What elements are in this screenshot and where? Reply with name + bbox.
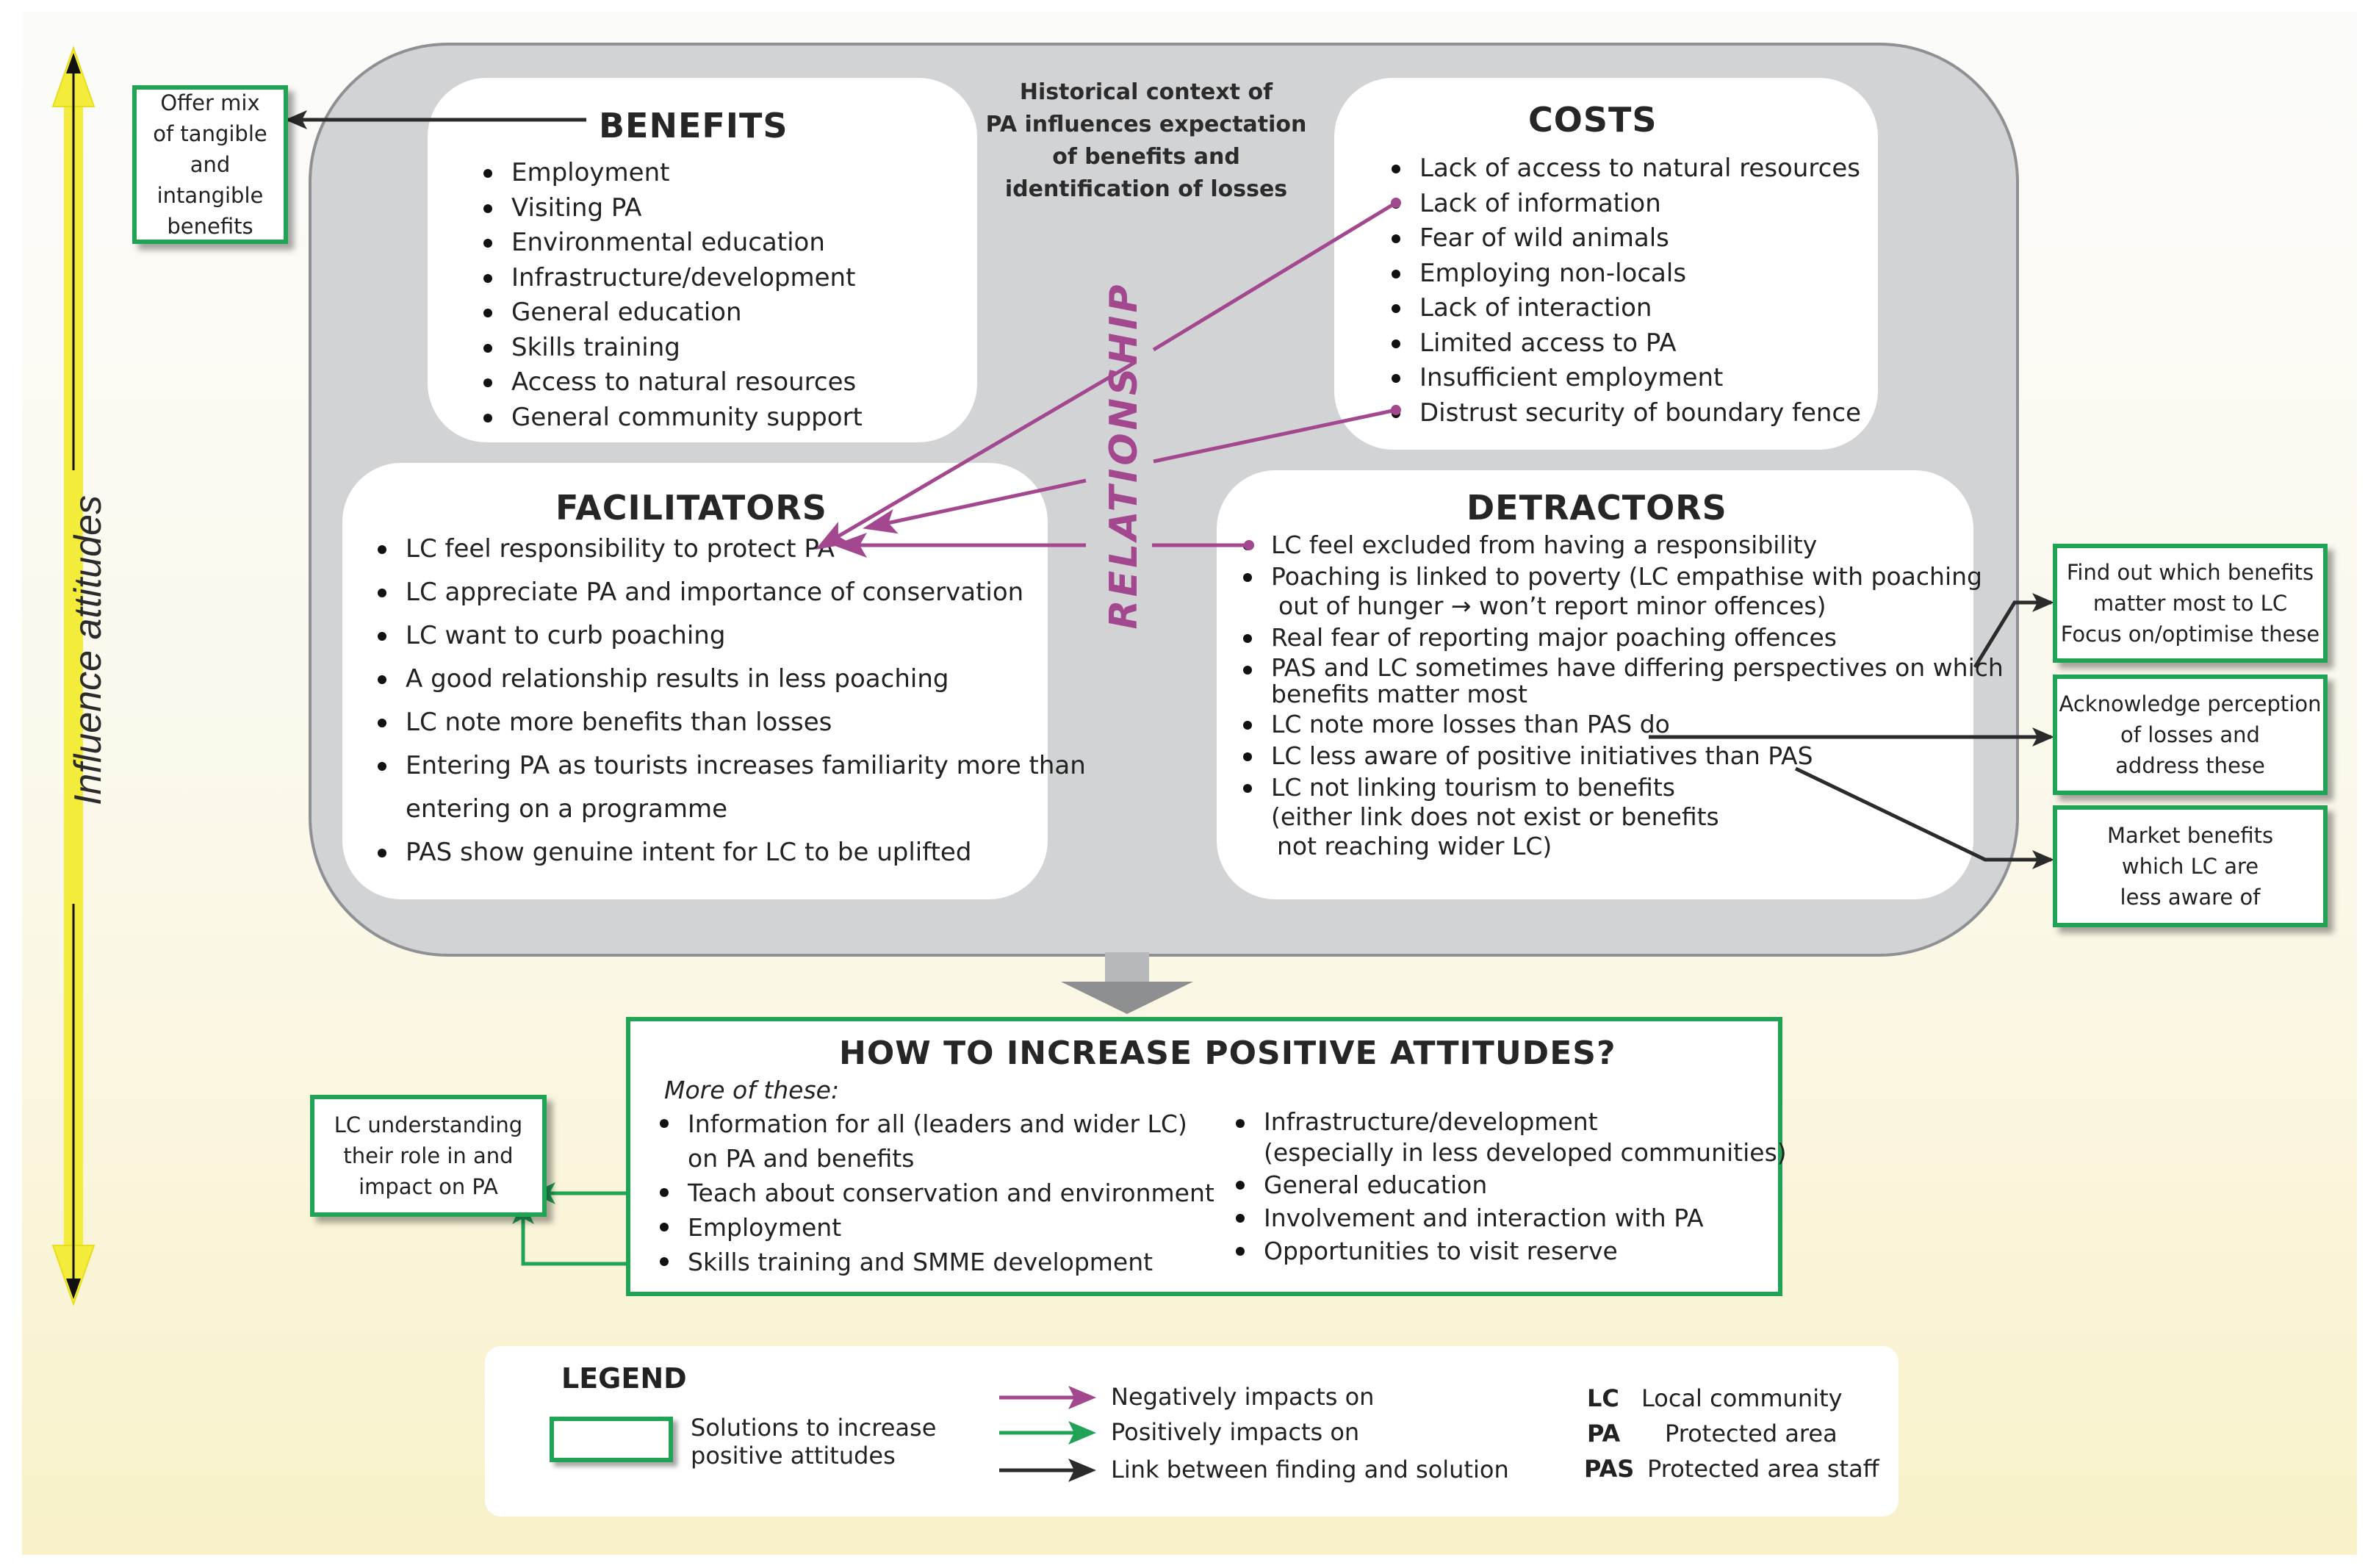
list-item: Environmental education — [478, 226, 863, 261]
legend-positive-label: Positively impacts on — [1111, 1418, 1360, 1446]
legend-abbr-value: Protected area staff — [1647, 1455, 1879, 1483]
list-item: Lack of access to natural resources — [1386, 151, 1861, 187]
costs-box — [1334, 78, 1878, 450]
how-left-list: Information for all (leaders and wider L… — [654, 1107, 1214, 1279]
influence-attitudes-arrow — [51, 45, 96, 1307]
costs-title: COSTS — [1528, 100, 1658, 140]
list-item: Involvement and interaction with PA — [1230, 1201, 1787, 1234]
list-item: Skills training — [478, 331, 863, 366]
positive-arrow — [512, 1201, 663, 1266]
down-arrow-stem — [1105, 952, 1149, 983]
benefits-list: Employment Visiting PA Environmental edu… — [478, 156, 863, 435]
find-out-benefits-solution: Find out which benefits matter most to L… — [2053, 544, 2328, 663]
facilitators-box — [342, 463, 1048, 899]
how-to-increase-box — [626, 1017, 1782, 1296]
legend-abbr-key: PAS — [1584, 1455, 1635, 1483]
facilitators-list: LC feel responsibility to protect PA LC … — [372, 528, 1086, 874]
list-item: Real fear of reporting major poaching of… — [1237, 623, 2004, 652]
list-item: Employing non-locals — [1386, 256, 1861, 292]
list-item: Information for all (leaders and wider L… — [654, 1107, 1214, 1176]
list-item: Lack of interaction — [1386, 291, 1861, 326]
list-item: LC feel excluded from having a responsib… — [1237, 531, 2004, 560]
legend-arrows — [999, 1386, 1096, 1482]
detractors-title: DETRACTORS — [1466, 488, 1727, 528]
list-item: Infrastructure/development(especially in… — [1230, 1107, 1787, 1168]
list-item-continued: entering on a programme — [406, 794, 728, 824]
negative-arrow — [1152, 201, 1397, 352]
list-item: Insufficient employment — [1386, 361, 1861, 396]
legend-abbr-key: LC — [1587, 1384, 1619, 1412]
legend-abbr-value: Protected area — [1665, 1420, 1838, 1447]
legend — [485, 1346, 1898, 1517]
legend-solutions-label: Solutions to increase positive attitudes — [691, 1414, 937, 1470]
historical-line: identification of losses — [1004, 176, 1288, 202]
list-item: Employment — [654, 1210, 1214, 1245]
acknowledge-losses-solution: Acknowledge perception of losses and add… — [2053, 675, 2328, 795]
list-item: Opportunities to visit reserve — [1230, 1234, 1787, 1267]
down-arrow-head — [1061, 982, 1193, 1014]
list-item: General community support — [478, 400, 863, 436]
list-item: Infrastructure/development — [478, 261, 863, 296]
list-item: LC appreciate PA and importance of conse… — [372, 571, 1086, 614]
list-item: Poaching is linked to poverty (LC empath… — [1237, 562, 2004, 621]
benefits-title: BENEFITS — [599, 106, 788, 145]
list-item: PAS and LC sometimes have differing pers… — [1237, 655, 2004, 708]
legend-abbr-key: PA — [1587, 1420, 1621, 1447]
benefits-box — [428, 78, 977, 442]
list-item: Visiting PA — [478, 191, 863, 226]
historical-context-note: Historical context of PA influences expe… — [985, 76, 1308, 206]
list-item: Skills training and SMME development — [654, 1245, 1214, 1279]
list-item: Teach about conservation and environment — [654, 1176, 1214, 1210]
link-arrow — [1794, 766, 2054, 869]
list-item: Entering PA as tourists increases famili… — [372, 744, 1086, 788]
legend-negative-label: Negatively impacts on — [1111, 1383, 1375, 1411]
list-item: General education — [1230, 1168, 1787, 1201]
historical-line: of benefits and — [1052, 144, 1240, 170]
link-arrow — [1973, 593, 2054, 669]
historical-line: PA influences expectation — [985, 112, 1307, 137]
market-benefits-solution: Market benefits which LC are less aware … — [2053, 805, 2328, 927]
list-item: LC not linking tourism to benefits(eithe… — [1237, 773, 2004, 861]
list-item: PAS show genuine intent for LC to be upl… — [372, 831, 1086, 874]
list-item: LC less aware of positive initiatives th… — [1237, 741, 2004, 771]
negative-arrow — [815, 360, 1137, 550]
legend-solution-swatch — [550, 1417, 673, 1462]
how-to-title: HOW TO INCREASE POSITIVE ATTITUDES? — [839, 1035, 1616, 1072]
list-item: Access to natural resources — [478, 365, 863, 400]
list-item: Distrust security of boundary fence — [1386, 396, 1861, 431]
list-item: Limited access to PA — [1386, 326, 1861, 362]
how-to-subtitle: More of these: — [664, 1076, 840, 1104]
lc-understanding-solution: LC understanding their role in and impac… — [310, 1095, 547, 1217]
historical-line: Historical context of — [1019, 79, 1273, 105]
list-item: LC note more benefits than losses — [372, 701, 1086, 744]
negative-arrow — [1153, 408, 1397, 464]
list-item: LC want to curb poaching — [372, 614, 1086, 658]
legend-link-label: Link between finding and solution — [1111, 1456, 1509, 1484]
facilitators-title: FACILITATORS — [555, 488, 827, 528]
list-item: Fear of wild animals — [1386, 221, 1861, 256]
list-item: LC feel responsibility to protect PA — [372, 528, 1086, 571]
negative-arrow — [863, 478, 1087, 534]
costs-list: Lack of access to natural resources Lack… — [1386, 151, 1861, 431]
how-right-list: Infrastructure/development(especially in… — [1230, 1107, 1787, 1267]
detractors-box — [1217, 470, 1973, 899]
list-item: Employment — [478, 156, 863, 191]
list-item: A good relationship results in less poac… — [372, 658, 1086, 701]
list-item: General education — [478, 295, 863, 331]
offer-mix-solution: Offer mix of tangible and intangible ben… — [132, 85, 288, 244]
list-item: LC note more losses than PAS do — [1237, 710, 2004, 739]
legend-abbr-value: Local community — [1641, 1384, 1843, 1412]
detractors-list: LC feel excluded from having a responsib… — [1237, 531, 2004, 863]
legend-title: LEGEND — [561, 1362, 687, 1395]
